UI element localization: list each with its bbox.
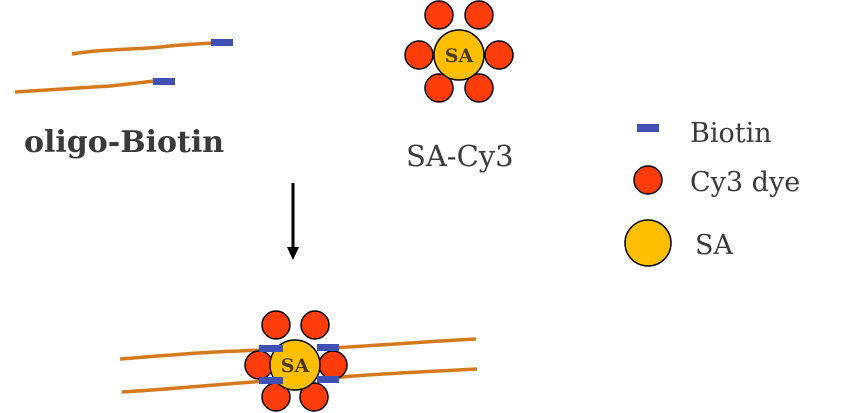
biotin-tag <box>317 344 339 351</box>
biotin-tag <box>259 377 283 384</box>
bound-complex: SA <box>119 310 478 412</box>
oligo-strand <box>71 41 213 56</box>
cy3-dye <box>261 310 291 340</box>
biotin-legend-swatch <box>637 124 659 132</box>
legend: Biotin Cy3 dye SA <box>624 118 800 267</box>
cy3-legend-swatch <box>633 165 663 195</box>
oligo-biotin-label: oligo-Biotin <box>24 125 224 160</box>
cy3-dye <box>299 382 329 412</box>
cy3-dye <box>424 0 454 30</box>
oligo-biotin-group <box>14 39 233 94</box>
cy3-dye <box>464 0 494 30</box>
biotin-legend-label: Biotin <box>690 118 772 149</box>
cy3-dye <box>464 73 494 103</box>
oligo-strand <box>329 337 477 350</box>
cy3-dye <box>424 73 454 103</box>
reaction-arrow <box>287 183 299 260</box>
cy3-dye <box>300 310 330 340</box>
oligo-strand <box>121 379 271 394</box>
sa-cy3-complex: SA <box>404 0 514 103</box>
cy3-dye <box>404 40 434 70</box>
oligo-strand <box>14 79 155 94</box>
sa-core <box>433 29 485 81</box>
cy3-dye <box>244 350 274 380</box>
biotin-tag <box>317 376 339 383</box>
cy3-dye <box>318 350 348 380</box>
oligo-strand <box>329 367 478 380</box>
sa-cy3-label: SA-Cy3 <box>406 139 514 173</box>
cy3-dye <box>484 40 514 70</box>
biotin-tag <box>153 78 175 85</box>
cy3-legend-label: Cy3 dye <box>690 167 800 198</box>
biotin-tag <box>259 345 283 352</box>
sa-core-label: SA <box>281 355 310 377</box>
sa-core-label: SA <box>445 45 474 67</box>
sa-legend-swatch <box>624 219 672 267</box>
sa-legend-label: SA <box>695 230 733 261</box>
biotin-tag <box>211 39 233 46</box>
